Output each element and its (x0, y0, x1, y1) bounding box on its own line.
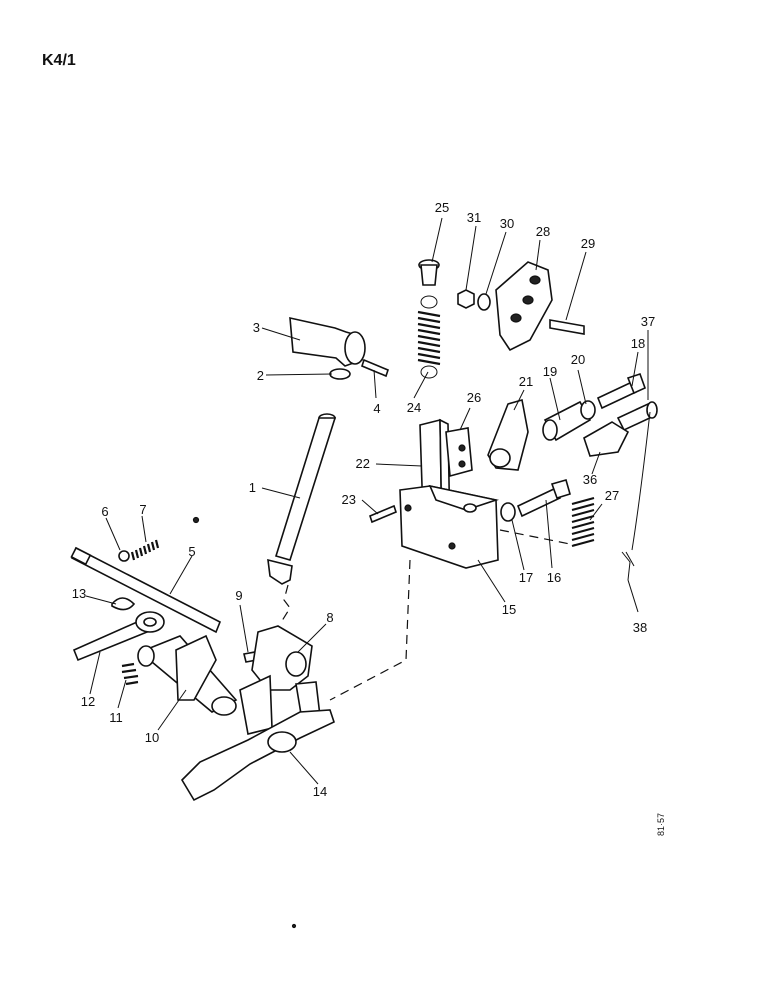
callout-28: 28 (536, 224, 550, 239)
callout-19: 19 (543, 364, 557, 379)
callout-labels: 1 2 3 4 5 6 7 8 9 10 11 12 13 14 15 16 1… (72, 200, 655, 799)
callout-17: 17 (519, 570, 533, 585)
part-23-pin (369, 504, 397, 524)
callout-10: 10 (145, 730, 159, 745)
leader-lines (85, 217, 649, 785)
part-16-bolt (516, 479, 571, 518)
part-31-nut (457, 289, 475, 309)
callout-31: 31 (467, 210, 481, 225)
callout-24: 24 (407, 400, 421, 415)
callout-9: 9 (235, 588, 242, 603)
part-25-clevis-pin (418, 259, 440, 286)
alignment-line-2 (499, 529, 576, 546)
part-30-washer (477, 293, 491, 311)
alignment-line-1 (329, 559, 411, 701)
callout-18: 18 (631, 336, 645, 351)
callout-11: 11 (109, 710, 123, 725)
callout-5: 5 (188, 544, 195, 559)
callout-22: 22 (356, 456, 370, 471)
part-20-washer (580, 400, 596, 420)
callout-2: 2 (257, 368, 264, 383)
part-13-circlip (111, 597, 136, 611)
part-4-pin (361, 358, 389, 378)
callout-23: 23 (342, 492, 356, 507)
page-label: K4/1 (42, 52, 76, 69)
callout-3: 3 (253, 320, 260, 335)
callout-27: 27 (605, 488, 619, 503)
callout-30: 30 (500, 216, 514, 231)
callout-16: 16 (547, 570, 561, 585)
callout-29: 29 (581, 236, 595, 251)
callout-8: 8 (326, 610, 333, 625)
callout-6: 6 (101, 504, 108, 519)
part-7-spring (130, 539, 160, 561)
part-26-plate (445, 427, 473, 478)
part-10-cross-shaft (137, 634, 238, 716)
part-11-spring (121, 662, 139, 686)
part-21-bracket (487, 398, 529, 471)
part-2-ring (329, 368, 351, 380)
stray-dot (291, 923, 297, 929)
part-38-split-pin (621, 551, 635, 581)
part-19-bush (542, 400, 592, 442)
part-17-washer (500, 502, 516, 522)
part-5-selector-rod (70, 546, 222, 634)
reference-code: 81·57 (656, 813, 666, 836)
part-8-fork (239, 625, 321, 735)
part-27-spring (571, 496, 595, 548)
part-3-lever (289, 316, 366, 367)
detail-dot (192, 516, 200, 524)
callout-25: 25 (435, 200, 449, 215)
callout-4: 4 (373, 401, 380, 416)
part-1-shaft (267, 413, 337, 585)
callout-21: 21 (519, 374, 533, 389)
part-12-lever-arm (72, 611, 165, 662)
alignment-line-3 (279, 584, 291, 625)
callout-36: 36 (583, 472, 597, 487)
part-29-stud (549, 319, 585, 335)
leader-37-38 (631, 411, 651, 551)
callout-20: 20 (571, 352, 585, 367)
callout-37: 37 (641, 314, 655, 329)
callout-13: 13 (72, 586, 86, 601)
part-28-cam-plate (495, 261, 553, 352)
part-15-block (399, 484, 500, 569)
part-24-spring (417, 295, 441, 379)
part-6-ball (118, 550, 130, 562)
part-14-fork-arm (180, 709, 335, 802)
part-36-clip (583, 421, 630, 457)
part-37-pin (616, 401, 658, 432)
part-18-bolt (596, 372, 647, 410)
callout-12: 12 (81, 694, 95, 709)
callout-1: 1 (249, 480, 256, 495)
callout-26: 26 (467, 390, 481, 405)
callout-14: 14 (313, 784, 327, 799)
callout-15: 15 (502, 602, 516, 617)
callout-7: 7 (139, 502, 146, 517)
callout-38: 38 (633, 620, 647, 635)
